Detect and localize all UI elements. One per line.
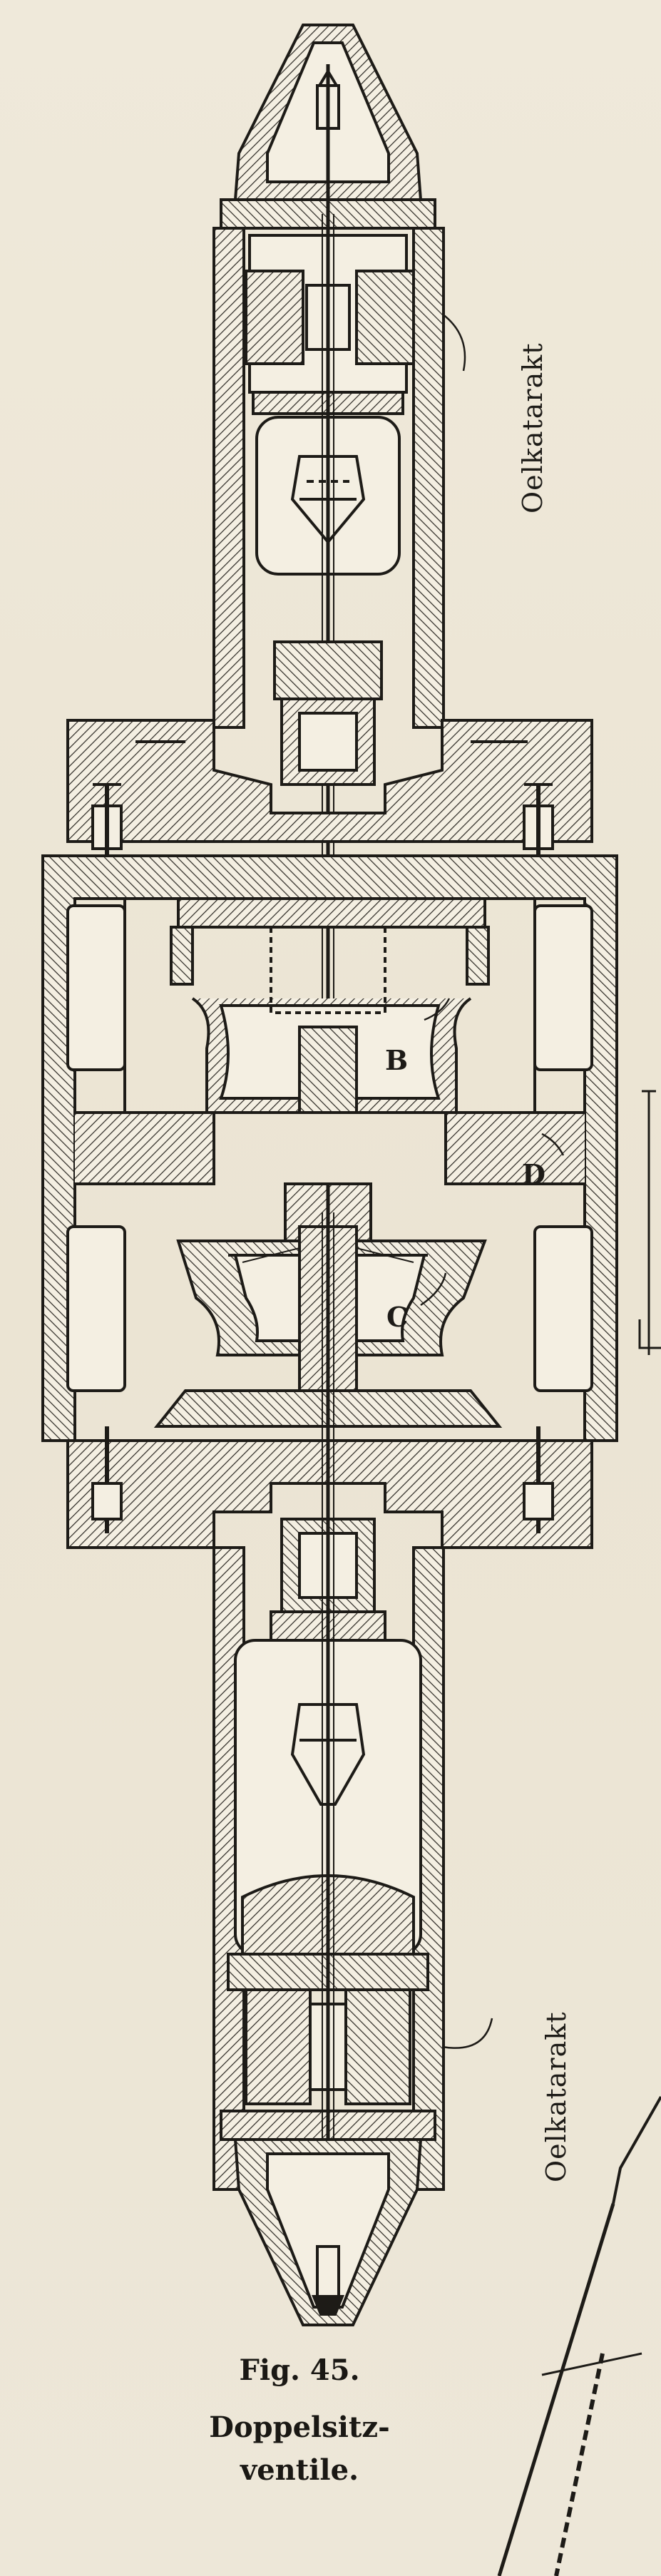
leader-c (420, 1272, 447, 1307)
oelkatarakt-top-label: Oelkatarakt (517, 342, 548, 513)
leader-top-oelkatarakt (441, 313, 466, 372)
valve-body (41, 854, 618, 1442)
label-b: B (385, 1044, 408, 1076)
adjacent-figure-fragment (497, 1090, 661, 2576)
bottom-cap (233, 2138, 423, 2326)
label-d: D (522, 1158, 545, 1190)
figure-caption-line1: Doppelsitz- (209, 2411, 390, 2444)
leader-b (424, 998, 451, 1021)
leader-bottom-oelkatarakt (441, 2018, 493, 2049)
oelkatarakt-bottom-label: Oelkatarakt (540, 2011, 572, 2182)
upper-gland (273, 640, 383, 786)
label-c: C (386, 1301, 408, 1333)
leader-d (541, 1133, 565, 1156)
upper-seat-b (170, 897, 490, 1114)
figure-caption-line2: ventile. (240, 2453, 359, 2487)
figure-number: Fig. 45. (239, 2353, 360, 2387)
lower-flange (66, 1426, 593, 1549)
